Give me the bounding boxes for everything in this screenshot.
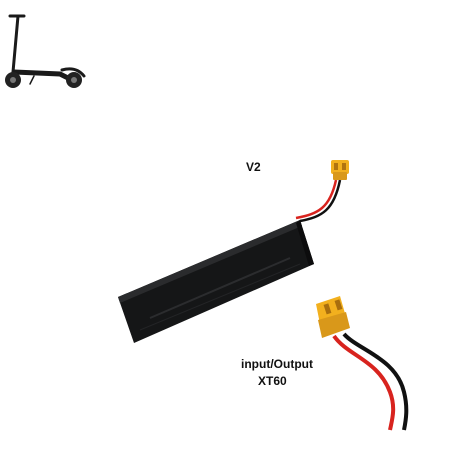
version-label: V2 — [246, 160, 261, 174]
connector-label-line2: XT60 — [258, 374, 287, 388]
connector-label-line1: input/Output — [241, 357, 313, 371]
top-connector — [331, 160, 349, 180]
xt60-connector — [316, 296, 350, 338]
scooter-thumbnail — [5, 14, 86, 88]
battery-pack — [118, 220, 314, 343]
